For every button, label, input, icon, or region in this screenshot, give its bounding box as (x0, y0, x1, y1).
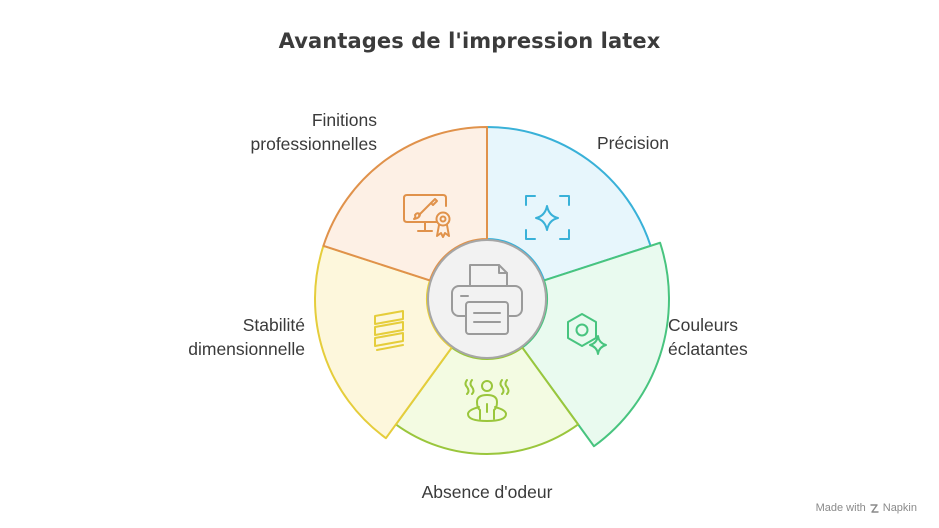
label-finitions-line-2: professionnelles (250, 134, 377, 154)
label-precision-line-1: Précision (597, 133, 669, 153)
napkin-logo-icon (870, 503, 879, 513)
label-stabilite-line-2: dimensionnelle (188, 339, 305, 359)
center-circle (427, 239, 547, 359)
label-finitions-line-1: Finitions (311, 110, 377, 130)
label-odeur-line-1: Absence d'odeur (421, 482, 553, 502)
stack-layers-icon (374, 310, 404, 351)
label-stabilite: Stabilité dimensionnelle (188, 313, 305, 361)
person-steam-icon (464, 379, 510, 422)
label-precision: Précision (597, 131, 669, 155)
hexagon-sparkle-icon (567, 313, 607, 355)
made-with-napkin: Made with Napkin (816, 502, 917, 514)
label-finitions: Finitions professionnelles (251, 108, 377, 156)
label-couleurs-line-2: éclatantes (668, 339, 748, 359)
diagram-title: Avantages de l'impression latex (278, 29, 661, 53)
napkin-brand-text: Napkin (882, 502, 917, 514)
label-couleurs: Couleurs éclatantes (668, 313, 748, 361)
made-with-text: Made with (815, 502, 866, 514)
printer-icon (451, 264, 523, 335)
label-odeur: Absence d'odeur (387, 480, 587, 504)
label-stabilite-line-1: Stabilité (242, 315, 305, 335)
label-couleurs-line-1: Couleurs (668, 315, 739, 335)
monitor-brush-badge-icon (403, 194, 451, 238)
focus-sparkle-icon (525, 195, 570, 240)
